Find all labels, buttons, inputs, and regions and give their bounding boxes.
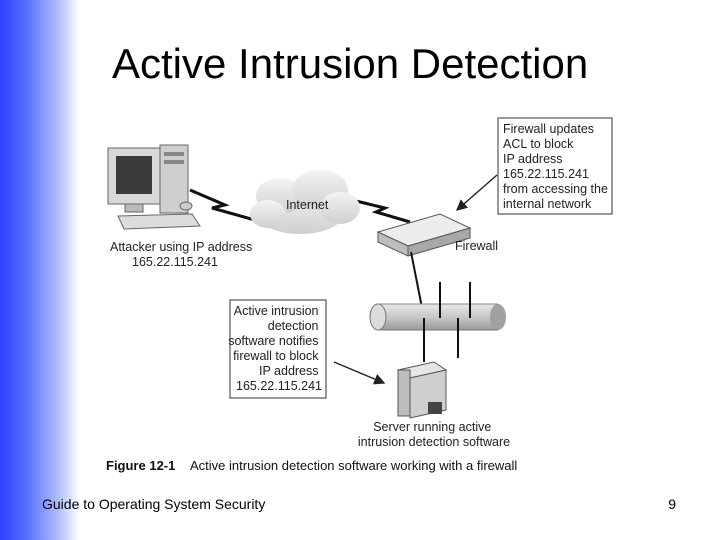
firewall-note-arrow xyxy=(455,174,498,211)
firewall-note-line: ACL to block xyxy=(503,137,574,151)
firewall-label: Firewall xyxy=(455,239,498,253)
attacker-label-line: Attacker using IP address xyxy=(110,240,252,254)
left-gradient-band xyxy=(0,0,80,540)
attacker-label-line: 165.22.115.241 xyxy=(132,255,218,269)
internet-firewall-link xyxy=(351,198,411,224)
firewall-note-box xyxy=(497,117,613,215)
attacker-computer-icon xyxy=(107,144,201,230)
attacker-label: Attacker using IP address 165.22.115.241 xyxy=(110,240,256,269)
server-icon xyxy=(396,361,448,419)
server-label-line: Server running active xyxy=(373,420,491,434)
firewall-device-icon xyxy=(376,213,472,257)
ids-note-line: 165.22.115.241 xyxy=(236,379,322,393)
internet-cloud-icon xyxy=(250,170,360,234)
ids-note-line: software notifies xyxy=(228,334,318,348)
attacker-internet-link xyxy=(189,188,263,224)
footer-course-title: Guide to Operating System Security xyxy=(42,496,266,512)
firewall-note-line: internal network xyxy=(503,197,592,211)
ids-note-arrow xyxy=(333,361,386,385)
server-label-line: intrusion detection software xyxy=(358,435,510,449)
network-backbone-pipe xyxy=(369,303,506,331)
firewall-note-line: Firewall updates xyxy=(503,122,594,136)
slide-title: Active Intrusion Detection xyxy=(112,40,589,87)
figure-number: Figure 12-1 xyxy=(106,458,175,473)
figure-caption: Active intrusion detection software work… xyxy=(190,458,517,473)
ids-note-line: detection xyxy=(268,319,319,333)
ids-note: Active intrusion detection software noti… xyxy=(228,304,322,393)
firewall-note-line: IP address xyxy=(503,152,563,166)
ids-note-line: firewall to block xyxy=(233,349,319,363)
ids-note-line: Active intrusion xyxy=(234,304,319,318)
server-label: Server running active intrusion detectio… xyxy=(358,420,510,449)
ids-note-box xyxy=(229,299,327,399)
firewall-note-line: 165.22.115.241 xyxy=(503,167,589,181)
ids-note-line: IP address xyxy=(259,364,319,378)
internet-label: Internet xyxy=(286,198,329,212)
page-number: 9 xyxy=(668,496,676,512)
firewall-note-line: from accessing the xyxy=(503,182,608,196)
firewall-note: Firewall updates ACL to block IP address… xyxy=(503,122,611,211)
